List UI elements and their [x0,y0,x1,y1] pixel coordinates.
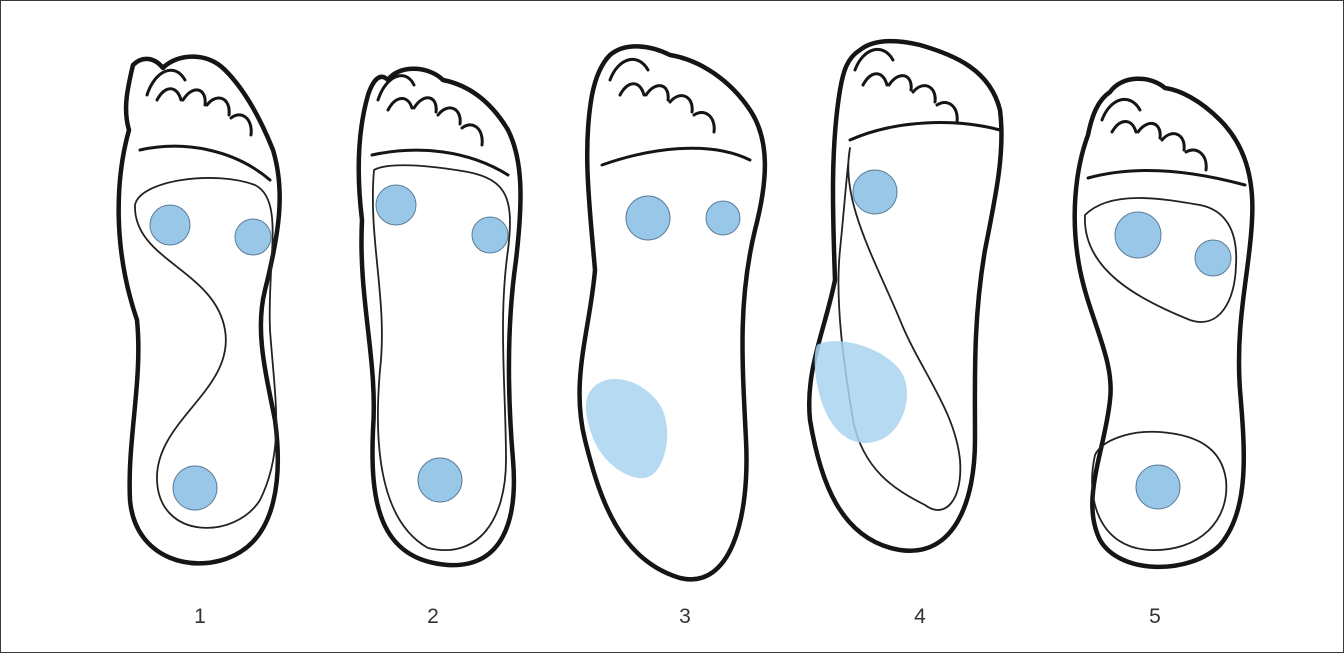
footprint-3: 3 [570,0,800,653]
footprint-4: 4 [805,0,1035,653]
toes [1088,99,1245,185]
pressure-spot [235,219,271,255]
pressure-spot [626,196,670,240]
toes [372,76,508,175]
toes [850,49,1000,140]
pressure-spot [150,205,190,245]
footprint-label: 5 [1040,605,1270,629]
pressure-spot [173,466,217,510]
footprint-1-drawing [85,0,315,600]
toes [602,59,750,165]
footprint-label: 1 [85,605,315,629]
footprint-4-drawing [805,0,1035,600]
pressure-spot [853,170,897,214]
footprint-2: 2 [318,0,548,653]
pressure-spot [376,185,416,225]
pressure-spot [586,379,667,478]
pressure-spot [815,341,907,443]
pressure-spot [1136,465,1180,509]
foot-outline [580,46,765,579]
pressure-spot [706,201,740,235]
footprint-label: 2 [318,605,548,629]
pressure-spot [1115,212,1161,258]
footprint-label: 3 [570,605,800,629]
footprint-5: 5 [1040,0,1270,653]
toes [140,70,270,180]
footprint-1: 1 [85,0,315,653]
footprint-3-drawing [570,0,800,600]
pressure-spot [472,217,508,253]
pressure-spot [1195,240,1231,276]
footprint-label: 4 [805,605,1035,629]
pressure-spot [418,458,462,502]
footprint-2-drawing [318,0,548,600]
footprint-5-drawing [1040,0,1270,600]
